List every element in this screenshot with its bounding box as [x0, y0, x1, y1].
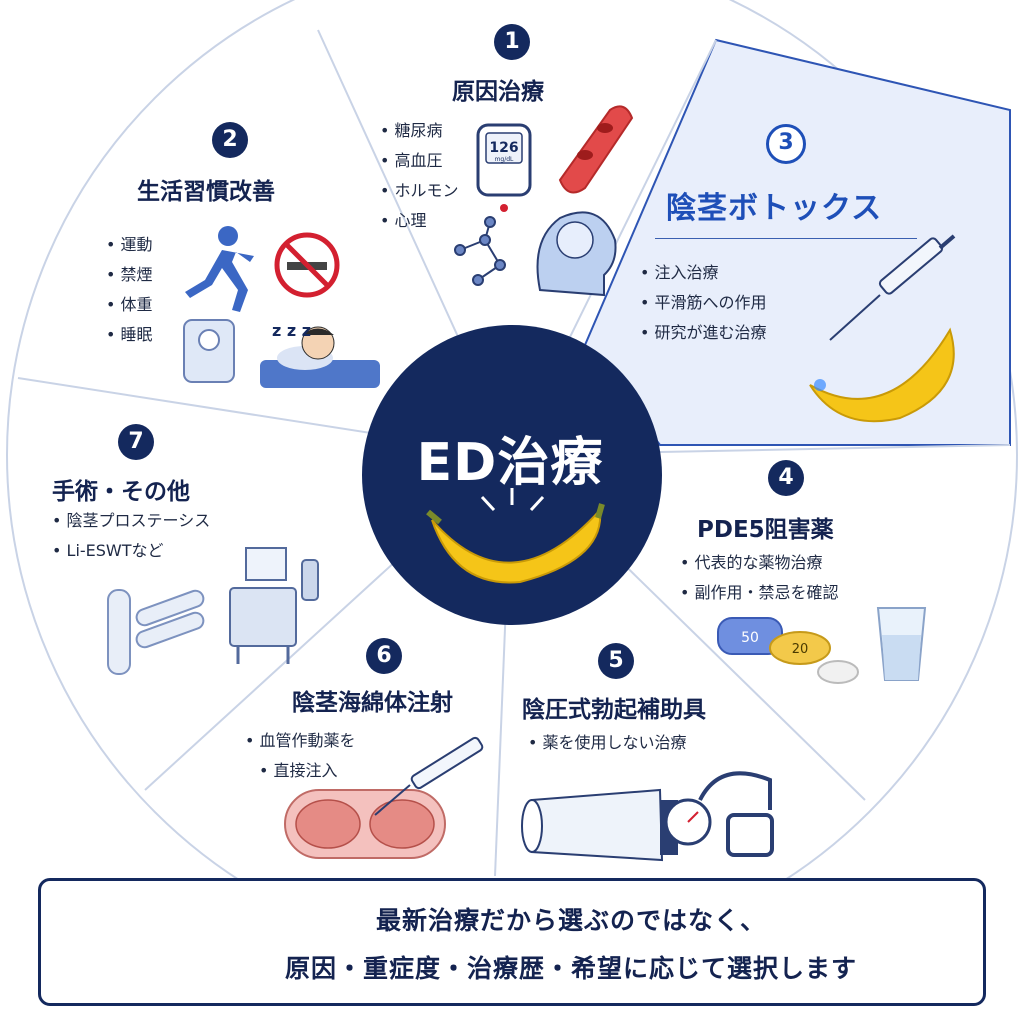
syringe-icon: [374, 736, 484, 816]
list-item: 直接注入: [245, 756, 356, 786]
list-item: 運動: [106, 230, 153, 260]
svg-text:mg/dL: mg/dL: [495, 156, 514, 163]
segment-3-title: 陰茎ボトックス: [666, 191, 883, 226]
list-item: 注入治療: [640, 258, 767, 288]
list-item: 睡眠: [106, 320, 153, 350]
list-item: 平滑筋への作用: [640, 288, 767, 318]
segment-2-title: 生活習慣改善: [137, 179, 275, 205]
svg-text:z z z: z z z: [272, 321, 311, 340]
segment-5-number: 5: [598, 643, 634, 679]
list-item: 副作用・禁忌を確認: [680, 578, 839, 608]
list-item: 体重: [106, 290, 153, 320]
segment-7-title: 手術・その他: [52, 479, 190, 505]
segment-2-number: 2: [212, 122, 248, 158]
segment-2-bullets: 運動 禁煙 体重 睡眠: [106, 230, 153, 350]
segment-3-number: 3: [766, 124, 806, 164]
list-item: 糖尿病: [380, 116, 459, 146]
segment-4-number: 4: [768, 460, 804, 496]
svg-text:50: 50: [741, 630, 759, 646]
shockwave-device-icon: [229, 547, 319, 664]
molecule-icon: [454, 216, 506, 286]
prosthesis-icon: [107, 589, 205, 675]
brain-head-icon: [536, 211, 617, 297]
water-glass-icon: [876, 607, 927, 681]
svg-text:20: 20: [792, 642, 809, 657]
syringe-icon: [829, 234, 956, 341]
running-person-icon: [185, 226, 254, 312]
segment-4-bullets: 代表的な薬物治療 副作用・禁忌を確認: [680, 548, 839, 608]
pill-icon: 50 20: [717, 617, 859, 684]
scale-icon: [183, 319, 235, 383]
list-item: 陰茎プロステーシス: [52, 506, 211, 536]
segment-6-bullets: 血管作動薬を 直接注入: [245, 726, 356, 786]
segment-3-divider: [655, 238, 917, 239]
banana-icon: [426, 488, 605, 584]
sleeping-person-icon: z z z: [260, 321, 380, 388]
segment-1-title: 原因治療: [452, 79, 544, 105]
list-item: 代表的な薬物治療: [680, 548, 839, 578]
blood-vessel-icon: [558, 105, 634, 194]
list-item: 血管作動薬を: [245, 726, 356, 756]
list-item: 薬を使用しない治療: [528, 728, 687, 758]
segment-7-number: 7: [118, 424, 154, 460]
segment-7-bullets: 陰茎プロステーシス Li-ESWTなど: [52, 506, 211, 566]
segment-6-title: 陰茎海綿体注射: [292, 690, 453, 716]
svg-text:126: 126: [489, 140, 518, 156]
list-item: 研究が進む治療: [640, 318, 767, 348]
segment-1-number: 1: [494, 24, 530, 60]
segment-1-bullets: 糖尿病 高血圧 ホルモン 心理: [380, 116, 459, 236]
banana-icon: [809, 327, 955, 423]
list-item: 高血圧: [380, 146, 459, 176]
segment-3-bullets: 注入治療 平滑筋への作用 研究が進む治療: [640, 258, 767, 348]
footer-line-2: 原因・重症度・治療歴・希望に応じて選択します: [284, 954, 857, 983]
list-item: Li-ESWTなど: [52, 536, 210, 566]
footer-banner: 最新治療だから選ぶのではなく、 原因・重症度・治療歴・希望に応じて選択します: [38, 878, 986, 1006]
glucose-meter-icon: 126 mg/dL: [476, 123, 532, 212]
footer-line-1: 最新治療だから選ぶのではなく、: [375, 906, 766, 935]
segment-6-number: 6: [366, 638, 402, 674]
cavernosum-cross-section-icon: [284, 789, 446, 859]
vacuum-pump-icon: [521, 771, 774, 862]
no-smoking-icon: [274, 232, 340, 298]
list-item: ホルモン: [380, 176, 459, 206]
segment-5-title: 陰圧式勃起補助具: [522, 697, 706, 723]
segment-4-title: PDE5阻害薬: [697, 517, 834, 543]
segment-5-bullets: 薬を使用しない治療: [528, 728, 687, 758]
center-title: ED治療: [416, 433, 604, 493]
list-item: 禁煙: [106, 260, 153, 290]
list-item: 心理: [380, 206, 459, 236]
